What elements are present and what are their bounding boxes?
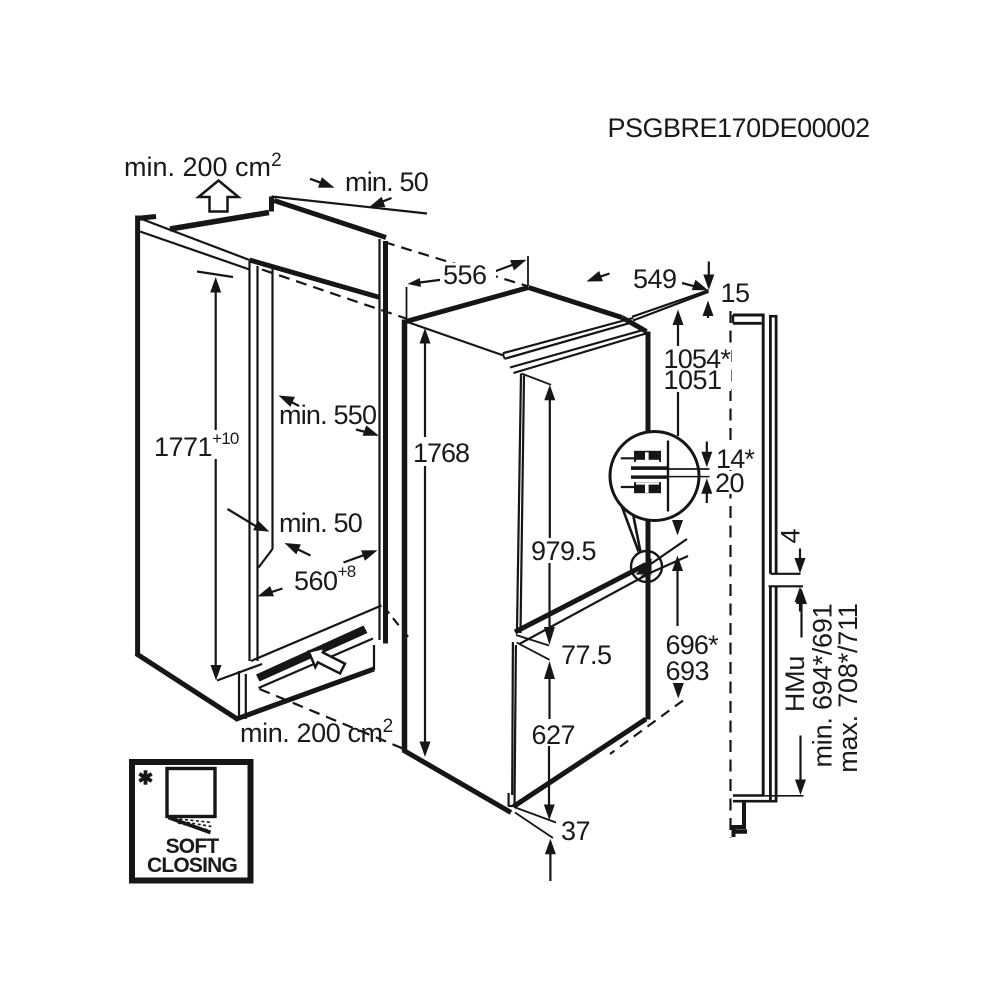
svg-text:627: 627: [532, 720, 576, 750]
svg-text:15: 15: [721, 278, 750, 308]
svg-text:1051: 1051: [664, 365, 722, 395]
svg-text:14*: 14*: [716, 444, 755, 474]
svg-text:HMu: HMu: [780, 656, 810, 712]
svg-text:1768: 1768: [413, 438, 469, 468]
svg-text:min. 694*/691: min. 694*/691: [808, 603, 838, 767]
svg-text:CLOSING: CLOSING: [147, 854, 238, 877]
svg-text:1054*: 1054*: [664, 344, 732, 374]
svg-text:549: 549: [633, 264, 677, 294]
svg-text:979.5: 979.5: [531, 536, 596, 566]
svg-text:37: 37: [561, 816, 590, 846]
svg-text:77.5: 77.5: [561, 640, 612, 670]
svg-text:696*: 696*: [666, 630, 720, 660]
svg-text:693: 693: [666, 656, 710, 686]
svg-text:min. 50: min. 50: [279, 508, 362, 538]
svg-text:SOFT: SOFT: [166, 835, 220, 858]
svg-text:min. 200 cm2: min. 200 cm2: [124, 150, 282, 182]
svg-text:PSGBRE170DE00002: PSGBRE170DE00002: [608, 113, 870, 143]
svg-text:min. 550: min. 550: [279, 400, 376, 430]
svg-text:min. 50: min. 50: [345, 167, 428, 197]
svg-text:4: 4: [776, 528, 806, 543]
svg-text:max. 708*/711: max. 708*/711: [833, 603, 863, 773]
svg-text:556: 556: [443, 260, 487, 290]
svg-text:min. 200 cm2: min. 200 cm2: [240, 716, 393, 748]
svg-text:20: 20: [715, 468, 744, 498]
